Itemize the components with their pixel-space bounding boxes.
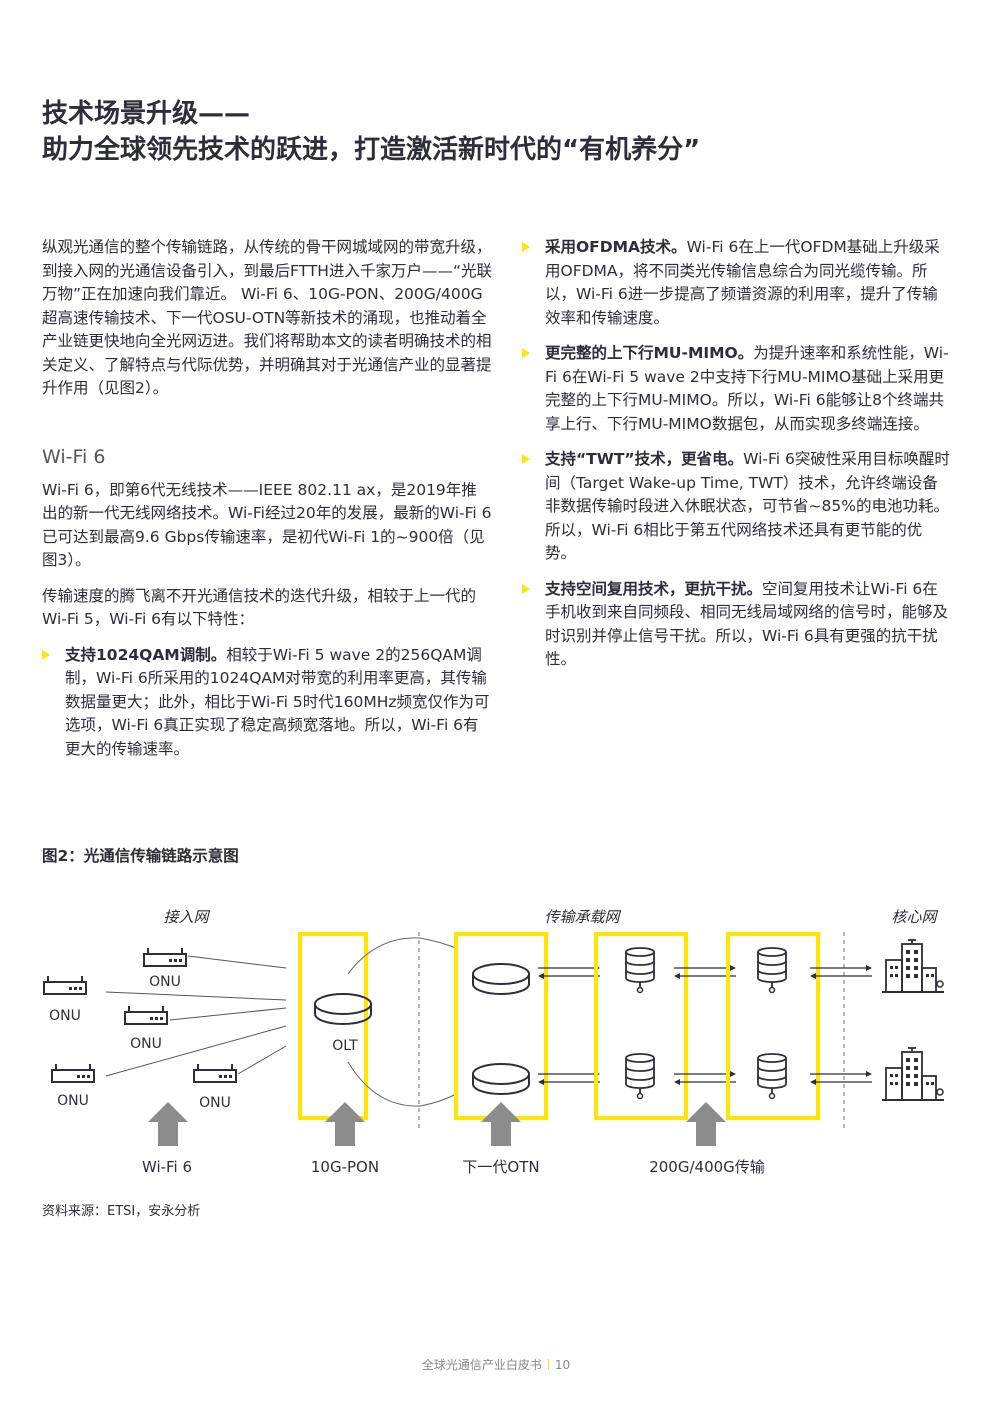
bullet-triangle-icon bbox=[522, 348, 530, 358]
bullet-text: 空间复用技术让Wi-Fi 6在手机收到来自同频段、相同无线局域网络的信号时，能够… bbox=[545, 579, 949, 669]
link-line bbox=[105, 991, 287, 1001]
wifi6-paragraph-2: 传输速度的腾飞离不开光通信技术的迭代升级，相较于上一代的Wi-Fi 5，Wi-F… bbox=[42, 586, 477, 629]
transport-highlight-box bbox=[594, 932, 688, 1120]
onu-label: ONU bbox=[149, 974, 181, 990]
router-icon bbox=[193, 1063, 237, 1083]
section-heading-wifi6: Wi-Fi 6 bbox=[42, 445, 106, 468]
server-icon bbox=[625, 947, 655, 994]
link-line bbox=[169, 1007, 287, 1021]
list-item: 更完整的上下行MU-MIMO。为提升速率和系统性能，Wi-Fi 6在Wi-Fi … bbox=[522, 342, 952, 436]
onu-label: ONU bbox=[49, 1008, 81, 1024]
onu-device: ONU bbox=[193, 1063, 237, 1111]
bullet-bold: 采用OFDMA技术。 bbox=[545, 238, 687, 256]
bullet-bold: 更完整的上下行MU-MIMO。 bbox=[545, 344, 754, 362]
server-icon bbox=[625, 1053, 655, 1100]
bullet-triangle-icon bbox=[522, 454, 530, 464]
tech-label-200g: 200G/400G传输 bbox=[649, 1158, 765, 1176]
footer-separator bbox=[547, 1359, 549, 1370]
building-icon bbox=[881, 1047, 945, 1101]
ring-arc bbox=[347, 937, 421, 975]
bullet-text: 为提升速率和系统性能，Wi-Fi 6在Wi-Fi 5 wave 2中支持下行MU… bbox=[545, 344, 949, 433]
region-label-access: 接入网 bbox=[163, 908, 210, 926]
right-column: 采用OFDMA技术。Wi-Fi 6在上一代OFDM基础上升级采用OFDMA，将不… bbox=[522, 236, 952, 684]
title-line-1: 技术场景升级—— bbox=[42, 99, 251, 129]
ring-arc bbox=[347, 1061, 421, 1107]
bullet-text: Wi-Fi 6突破性采用目标唤醒时间（Target Wake-up Time, … bbox=[545, 450, 950, 562]
bullet-bold: 支持空间复用技术，更抗干扰。 bbox=[545, 579, 763, 598]
page-title: 技术场景升级—— 助力全球领先技术的跃进，打造激活新时代的“有机养分” bbox=[42, 96, 962, 168]
region-label-core: 核心网 bbox=[891, 908, 938, 926]
onu-device: ONU bbox=[51, 1063, 95, 1109]
bullet-text: Wi-Fi 6在上一代OFDM基础上升级采用OFDMA，将不同类光传输信息综合为… bbox=[545, 238, 940, 327]
left-column: 纵观光通信的整个传输链路，从传统的骨干网城域网的带宽升级，到接入网的光通信设备引… bbox=[42, 236, 492, 773]
page-number: 10 bbox=[554, 1358, 571, 1372]
list-item: 支持空间复用技术，更抗干扰。空间复用技术让Wi-Fi 6在手机收到来自同频段、相… bbox=[522, 578, 952, 672]
otn-disk-icon bbox=[472, 1063, 530, 1095]
server-icon bbox=[757, 1053, 787, 1100]
page-footer: 全球光通信产业白皮书 10 bbox=[0, 1356, 992, 1373]
building-icon bbox=[881, 939, 945, 993]
olt-highlight-box bbox=[298, 932, 368, 1120]
tech-label-otn: 下一代OTN bbox=[462, 1158, 539, 1176]
router-icon bbox=[51, 1063, 95, 1083]
olt-label: OLT bbox=[332, 1038, 358, 1054]
onu-label: ONU bbox=[130, 1036, 162, 1052]
footer-title: 全球光通信产业白皮书 bbox=[421, 1358, 542, 1372]
bullet-triangle-icon bbox=[522, 583, 530, 594]
olt-disk-icon bbox=[314, 993, 372, 1025]
ring-arc bbox=[419, 1093, 457, 1107]
figure-caption: 图2：光通信传输链路示意图 bbox=[42, 847, 239, 865]
router-icon bbox=[124, 1005, 168, 1025]
link-line bbox=[187, 955, 287, 969]
up-arrow-icon bbox=[148, 1102, 188, 1146]
router-icon bbox=[43, 975, 87, 995]
onu-label: ONU bbox=[57, 1093, 89, 1109]
up-arrow-icon bbox=[325, 1102, 365, 1146]
onu-label: ONU bbox=[199, 1095, 231, 1111]
onu-device: ONU bbox=[124, 1005, 168, 1052]
left-bullet-list: 支持1024QAM调制。相较于Wi-Fi 5 wave 2的256QAM调制，W… bbox=[42, 644, 492, 762]
list-item: 支持“TWT”技术，更省电。Wi-Fi 6突破性采用目标唤醒时间（Target … bbox=[522, 448, 952, 566]
bullet-text: 相较于Wi-Fi 5 wave 2的256QAM调制，Wi-Fi 6所采用的10… bbox=[65, 645, 490, 758]
bullet-bold: 支持1024QAM调制。 bbox=[65, 645, 227, 664]
onu-device: ONU bbox=[43, 975, 87, 1024]
bullet-triangle-icon bbox=[522, 242, 530, 252]
bullet-triangle-icon bbox=[42, 649, 50, 660]
otn-disk-icon bbox=[472, 963, 530, 995]
up-arrow-icon bbox=[481, 1102, 521, 1146]
region-label-transport: 传输承载网 bbox=[544, 908, 621, 926]
list-item: 采用OFDMA技术。Wi-Fi 6在上一代OFDM基础上升级采用OFDMA，将不… bbox=[522, 236, 952, 330]
right-bullet-list: 采用OFDMA技术。Wi-Fi 6在上一代OFDM基础上升级采用OFDMA，将不… bbox=[522, 236, 952, 672]
tech-label-wifi6: Wi-Fi 6 bbox=[142, 1158, 192, 1176]
ring-arc bbox=[419, 937, 457, 949]
tech-label-10gpon: 10G-PON bbox=[311, 1158, 379, 1176]
up-arrow-icon bbox=[686, 1102, 726, 1146]
title-line-2: 助力全球领先技术的跃进，打造激活新时代的“有机养分” bbox=[42, 135, 701, 165]
link-line bbox=[105, 1025, 287, 1077]
list-item: 支持1024QAM调制。相较于Wi-Fi 5 wave 2的256QAM调制，W… bbox=[42, 644, 492, 762]
link-line bbox=[237, 1045, 287, 1075]
source-note: 资料来源：ETSI，安永分析 bbox=[42, 1204, 201, 1219]
bullet-bold: 支持“TWT”技术，更省电。 bbox=[545, 450, 744, 468]
transport-highlight-box bbox=[726, 932, 820, 1120]
router-icon bbox=[143, 947, 187, 967]
intro-paragraph: 纵观光通信的整个传输链路，从传统的骨干网城域网的带宽升级，到接入网的光通信设备引… bbox=[42, 238, 492, 397]
server-icon bbox=[757, 947, 787, 994]
otn-highlight-box bbox=[454, 932, 548, 1120]
transmission-link-diagram: 接入网 传输承载网 核心网 ONU ONU ONU ONU ONU OLT bbox=[43, 908, 945, 1176]
wifi6-paragraph-1: Wi-Fi 6，即第6代无线技术——IEEE 802.11 ax，是2019年推… bbox=[42, 480, 492, 570]
onu-device: ONU bbox=[143, 947, 187, 990]
